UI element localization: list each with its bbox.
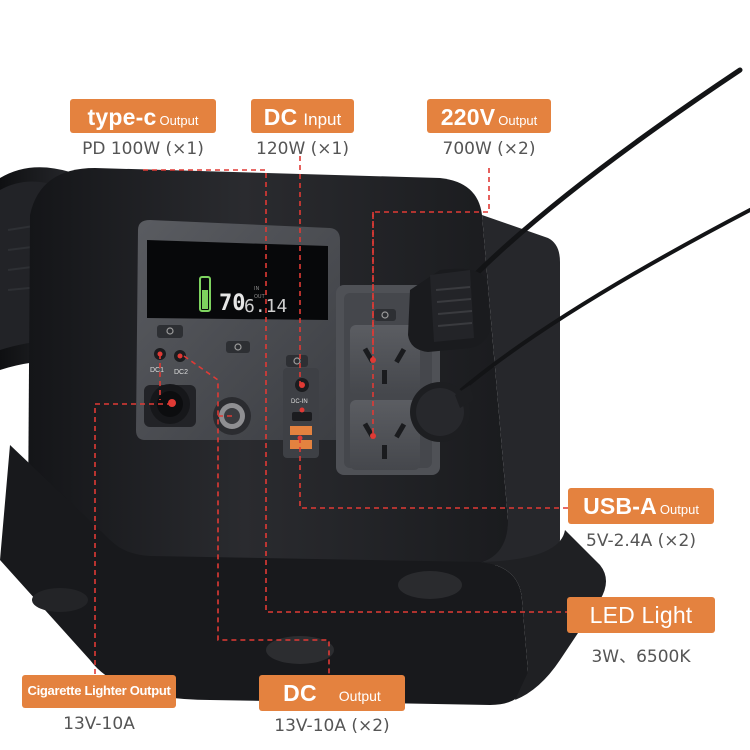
led-spec: 3W、6500K [591,647,691,667]
led-title: LED Light [589,602,693,628]
ac-220v-subtitle: Output [498,113,538,128]
usba-tag: USB-A Output [568,488,714,524]
typec-spec: PD 100W (×1) [82,139,204,159]
panel-buttons [157,309,396,367]
cigarette-socket [144,384,196,427]
ac-220v-title: 220V [440,104,496,130]
dc-output-spec: 13V-10A (×2) [274,716,390,736]
usba-subtitle: Output [659,502,699,517]
led-tag: LED Light [567,597,715,633]
ac-220v-spec: 700W (×2) [442,139,536,159]
cigarette-title: Cigarette Lighter Output [27,683,171,698]
dc-input-title: DC [263,104,298,130]
svg-text:IN: IN [254,286,259,292]
usba-title: USB-A [583,493,657,519]
typec-subtitle: Output [159,113,199,128]
usba-spec: 5V-2.4A (×2) [586,531,696,551]
cigarette-tag: Cigarette Lighter Output [22,675,176,708]
ac-plugs [408,67,750,442]
dc-input-tag: DC Input [251,99,354,133]
svg-text:OUT: OUT [254,294,266,300]
typec-tag: type-c Output [70,99,216,133]
dc-in-label: DC-IN [291,399,308,405]
cigarette-spec: 13V-10A [63,714,135,734]
dc-output-tag: DC Output [259,675,405,711]
dc-output-title: DC [283,680,317,706]
lcd-percent: 70 [219,291,246,316]
dc1-label: DC1 [150,367,164,374]
lcd-display: 70 6.14 IN OUT [147,240,328,320]
ac-sockets [350,325,420,470]
usb-ports: DC-IN [283,368,319,458]
dc2-label: DC2 [174,369,188,376]
lcd-time: 6.14 [244,296,287,317]
dc-input-spec: 120W (×1) [256,139,349,159]
leader-lines [94,156,568,675]
dc-input-subtitle: Input [303,110,342,129]
ac-220v-tag: 220V Output [427,99,551,133]
typec-title: type-c [87,104,157,130]
dc-output-subtitle: Output [338,688,381,704]
